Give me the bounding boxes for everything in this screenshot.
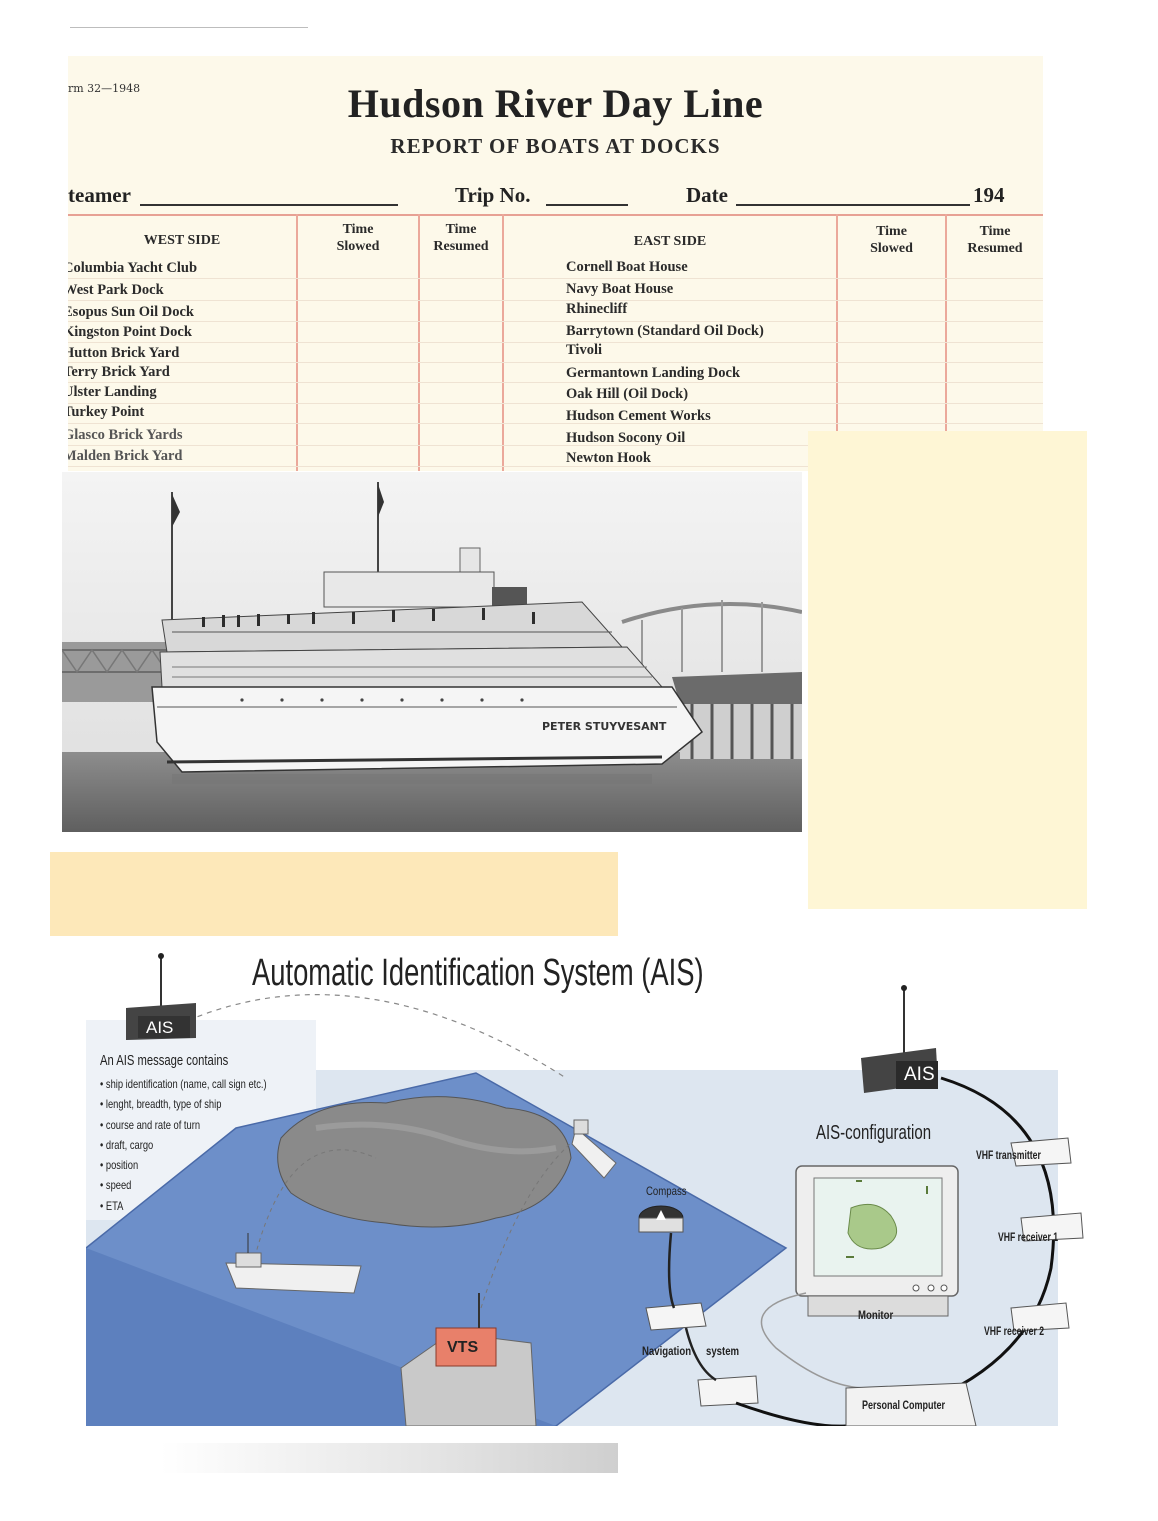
vhf-transmitter-label: VHF transmitter [976, 1148, 1041, 1162]
dock-report-form: rm 32—1948 Hudson River Day Line REPORT … [68, 56, 1043, 471]
list-item: • draft, cargo [100, 1137, 154, 1152]
list-item: • position [100, 1158, 139, 1173]
ais-config-title: AIS-configuration [816, 1122, 932, 1144]
ais-title: Automatic Identification System (AIS) [252, 952, 704, 994]
hull-name: PETER STUYVESANT [542, 720, 667, 733]
west-dock-item: Hutton Brick Yard [68, 345, 180, 361]
west-side-header: WEST SIDE [143, 233, 221, 248]
sidebar-callout-box [808, 431, 1087, 909]
steamer-blank [140, 204, 398, 206]
west-dock-item: Esopus Sun Oil Dock [68, 304, 194, 320]
row-rule [68, 382, 1043, 383]
personal-computer-label: Personal Computer [862, 1398, 946, 1412]
row-rule [68, 466, 1043, 467]
east-dock-item: Cornell Boat House [566, 259, 688, 275]
row-rule [68, 342, 1043, 343]
east-dock-item: Barrytown (Standard Oil Dock) [566, 323, 764, 339]
navigation-label: Navigation [642, 1344, 692, 1358]
west-dock-item: Ulster Landing [68, 384, 157, 400]
east-dock-item: Rhinecliff [566, 301, 628, 317]
west-dock-item: Kingston Point Dock [68, 324, 192, 340]
form-number: rm 32—1948 [68, 82, 141, 95]
list-item: • ship identification (name, call sign e… [100, 1077, 267, 1091]
photo-caption-box [50, 852, 618, 936]
east-side-header: EAST SIDE [633, 234, 707, 249]
east-dock-item: Germantown Landing Dock [566, 365, 741, 381]
ais-message-heading: An AIS message contains [100, 1052, 229, 1069]
vhf-receiver-1-label: VHF receiver 1 [998, 1230, 1059, 1244]
row-rule [68, 321, 1043, 322]
ais-diagram: VTS Autom [86, 948, 1086, 1426]
monitor-label: Monitor [858, 1308, 894, 1322]
ais-box-right-label: AIS [904, 1064, 935, 1085]
east-dock-item: Newton Hook [566, 450, 651, 466]
west-dock-item: Malden Brick Yard [68, 448, 183, 464]
form-subtitle: REPORT OF BOATS AT DOCKS [390, 134, 721, 158]
compass-label: Compass [646, 1184, 687, 1198]
list-item: • course and rate of turn [100, 1117, 201, 1132]
steamer-label: teamer [68, 183, 131, 207]
form-title: Hudson River Day Line [347, 81, 764, 126]
west-dock-item: Glasco Brick Yards [68, 427, 183, 443]
vhf-receiver-2-label: VHF receiver 2 [984, 1324, 1045, 1338]
list-item: • speed [100, 1178, 132, 1193]
trip-label: Trip No. [455, 183, 531, 207]
list-item: • ETA [100, 1198, 124, 1213]
west-dock-item: Terry Brick Yard [68, 364, 170, 380]
row-rule [68, 423, 1043, 424]
row-rule [68, 403, 1043, 404]
row-rule [68, 445, 1043, 446]
row-rule [68, 278, 1043, 279]
date-blank [736, 204, 970, 206]
system-label: system [706, 1344, 740, 1358]
east-dock-item: Navy Boat House [566, 281, 674, 297]
diagram-caption-box [160, 1443, 618, 1473]
east-dock-item: Oak Hill (Oil Dock) [566, 386, 689, 402]
east-dock-item: Tivoli [566, 342, 602, 358]
year-suffix: 194 [973, 183, 1005, 207]
east-dock-item: Hudson Cement Works [566, 408, 711, 424]
date-label: Date [686, 183, 728, 207]
row-rule [68, 300, 1043, 301]
list-item: • lenght, breadth, type of ship [100, 1097, 222, 1112]
west-dock-item: Turkey Point [68, 404, 145, 420]
ais-message-list: • ship identification (name, call sign e… [100, 1074, 267, 1216]
east-dock-item: Hudson Socony Oil [566, 430, 686, 446]
row-rule [68, 362, 1043, 363]
west-dock-item: West Park Dock [68, 282, 164, 298]
vts-label: VTS [447, 1339, 478, 1356]
header-rule [68, 214, 1043, 216]
page-top-rule [70, 27, 308, 28]
ais-box-left-label: AIS [146, 1018, 174, 1037]
west-dock-item: Columbia Yacht Club [68, 260, 198, 276]
trip-blank [546, 204, 628, 206]
steamboat-photo: PETER STUYVESANT [62, 472, 802, 832]
